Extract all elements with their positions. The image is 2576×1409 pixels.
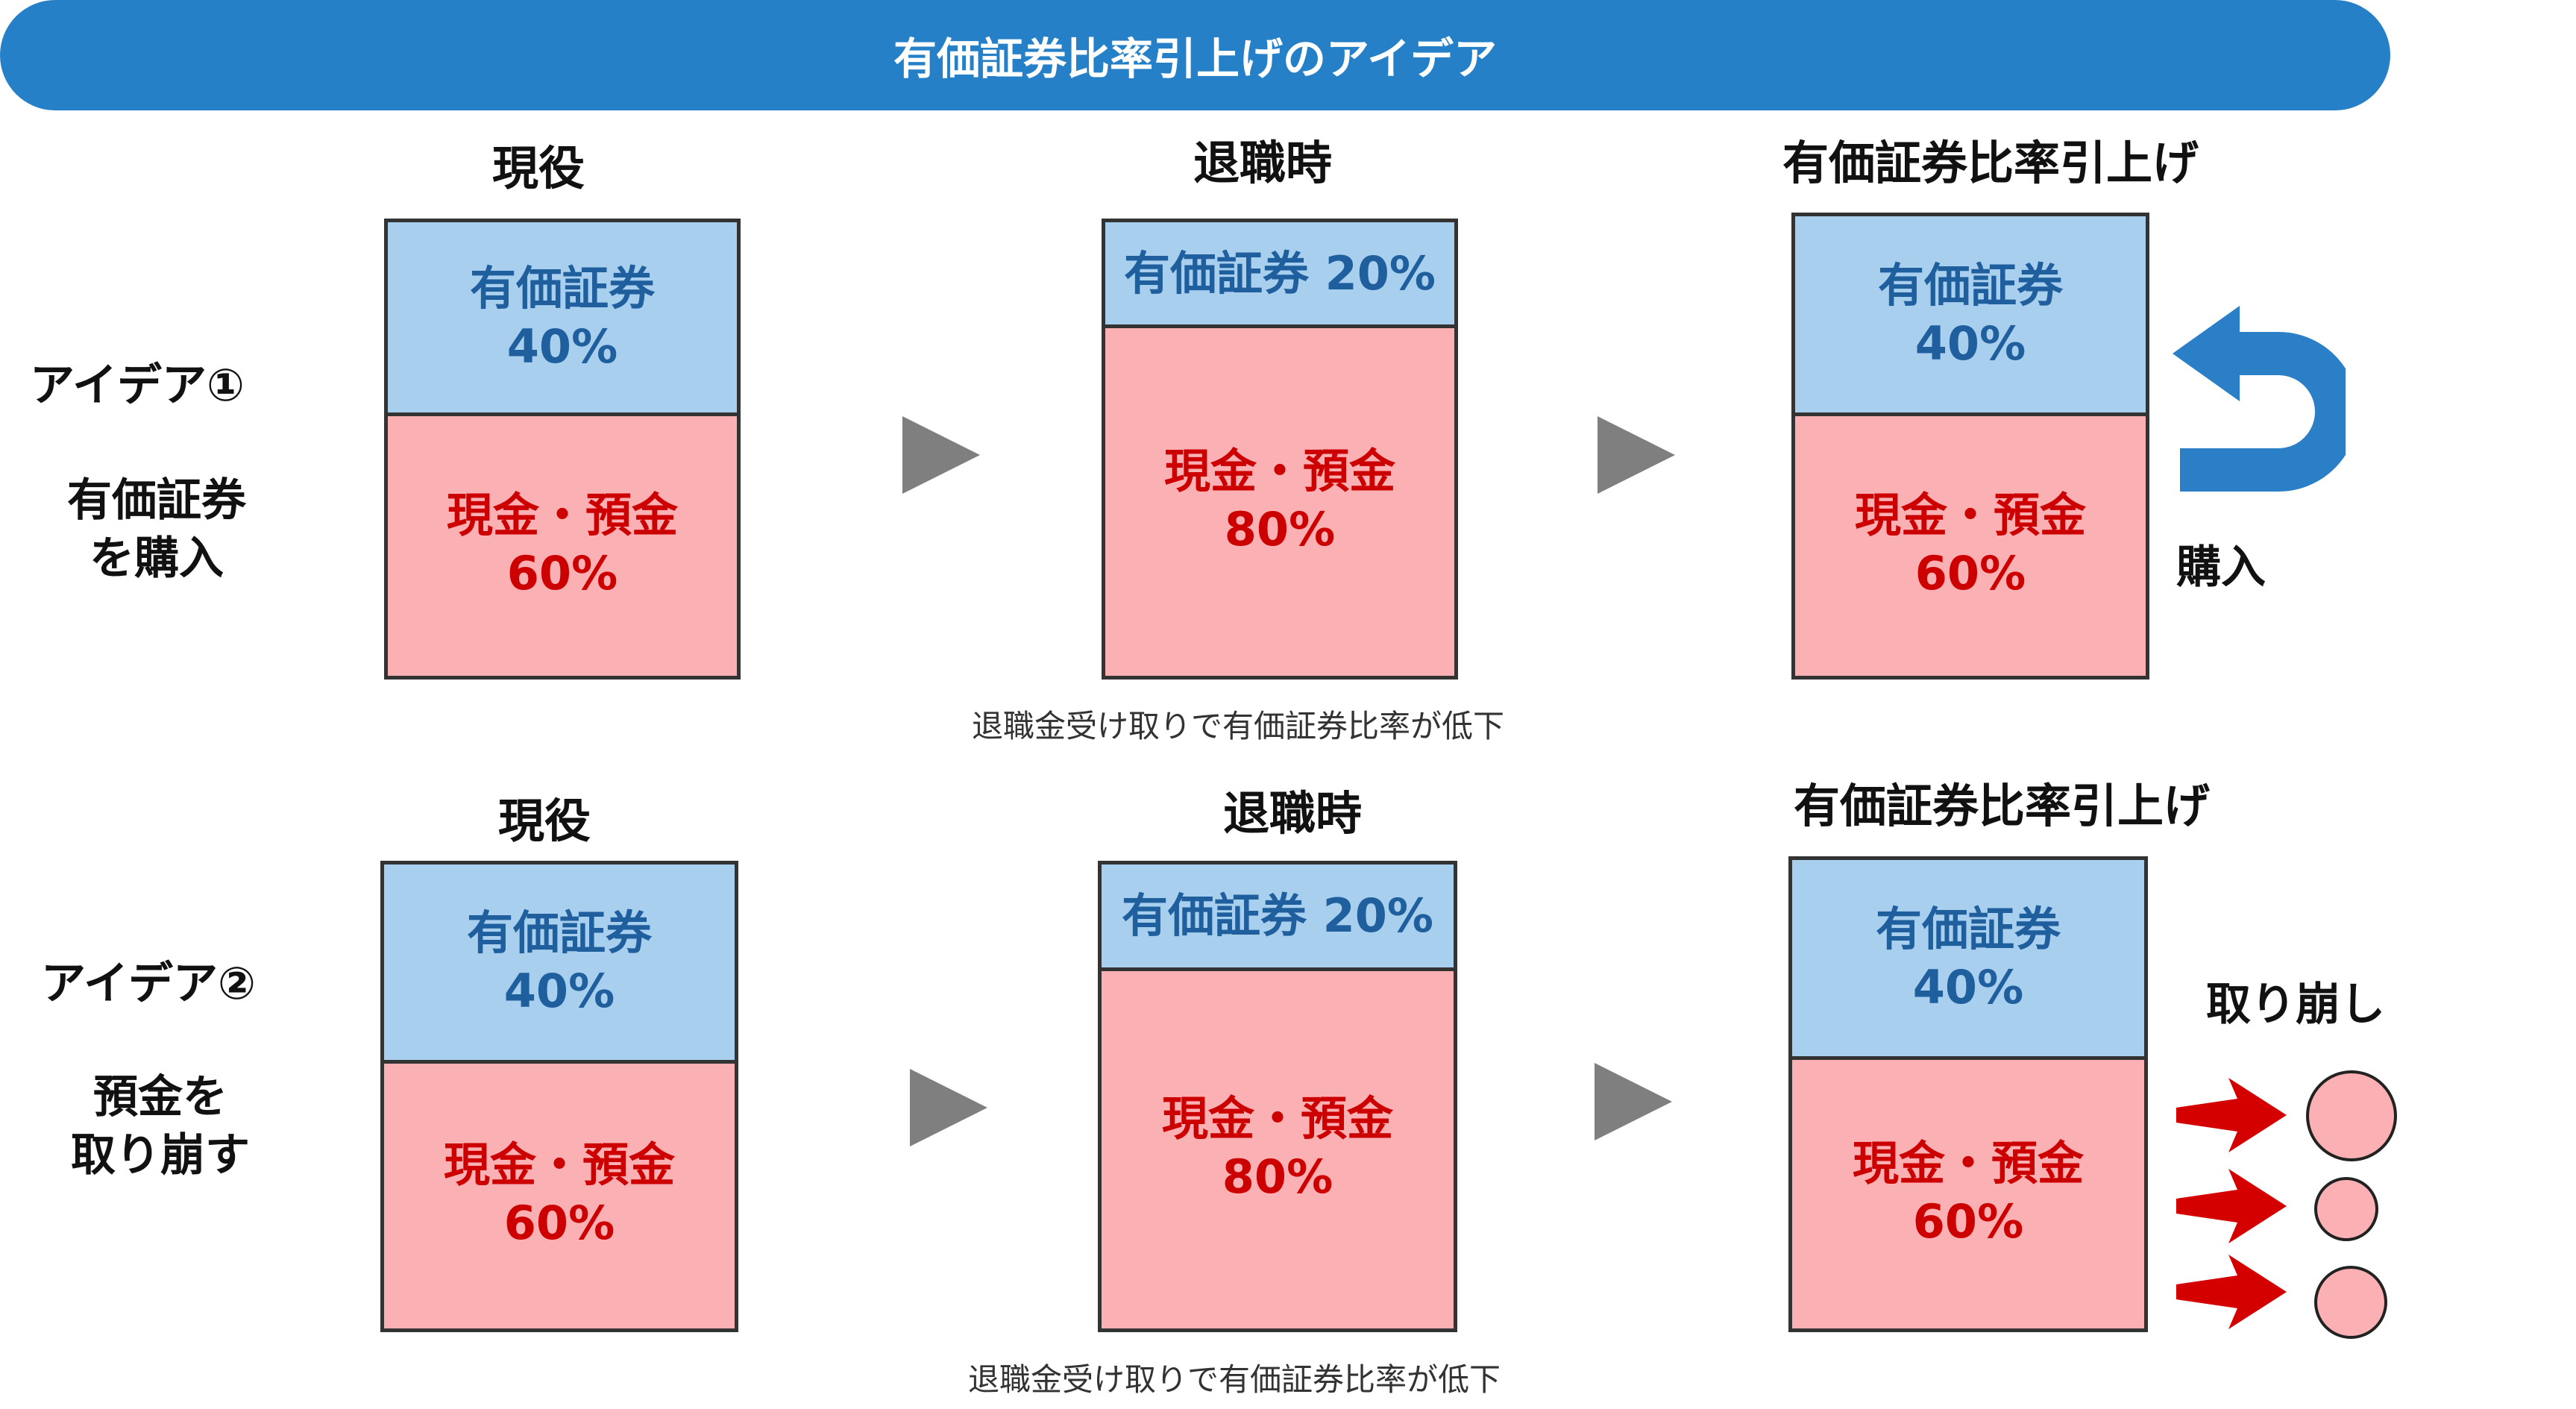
securities-label-inline: 有価証券 20% xyxy=(1122,888,1433,943)
circle-icon xyxy=(2314,1266,2387,1339)
cash-label: 現金・預金 xyxy=(443,1137,675,1192)
securities-segment: 有価証券 20% xyxy=(1102,864,1454,971)
circle-icon xyxy=(2314,1177,2378,1241)
cash-label: 現金・預金 xyxy=(1854,487,2086,542)
securities-label: 有価証券 xyxy=(1877,257,2063,313)
idea-1-label: アイデア① xyxy=(30,360,245,412)
right-arrow-icon xyxy=(2176,1255,2287,1329)
cash-percent: 60% xyxy=(1912,1193,2024,1249)
idea-2-description: 預金を 取り崩す xyxy=(56,1068,265,1184)
allocation-box-current-2: 有価証券 40% 現金・預金 60% xyxy=(380,861,738,1332)
securities-label-inline: 有価証券 20% xyxy=(1124,245,1436,301)
allocation-box-retirement-1: 有価証券 20% 現金・預金 80% xyxy=(1102,219,1458,680)
idea-2-description-line: 取り崩す xyxy=(71,1129,250,1182)
cash-percent: 80% xyxy=(1224,501,1336,556)
idea-1-description-line: を購入 xyxy=(89,533,224,585)
idea-2-label: アイデア② xyxy=(41,958,256,1010)
securities-percent: 40% xyxy=(1914,316,2026,371)
column-title-current: 現役 xyxy=(492,141,585,195)
column-title-current: 現役 xyxy=(498,794,591,848)
right-arrow-icon xyxy=(2176,1078,2287,1152)
securities-segment: 有価証券 40% xyxy=(1792,860,2144,1060)
securities-segment: 有価証券 40% xyxy=(384,864,735,1064)
allocation-box-retirement-2: 有価証券 20% 現金・預金 80% xyxy=(1098,861,1457,1332)
cash-label: 現金・預金 xyxy=(1852,1135,2084,1190)
cash-percent: 60% xyxy=(1914,545,2026,600)
cash-label: 現金・預金 xyxy=(1161,1091,1393,1146)
securities-segment: 有価証券 20% xyxy=(1105,222,1454,328)
right-triangle-icon xyxy=(902,416,980,494)
caption-row-2: 退職金受け取りで有価証券比率が低下 xyxy=(968,1361,1501,1398)
securities-percent: 40% xyxy=(503,964,615,1018)
cash-segment: 現金・預金 60% xyxy=(1792,1056,2144,1328)
caption-row-1: 退職金受け取りで有価証券比率が低下 xyxy=(972,708,1505,744)
cash-segment: 現金・預金 80% xyxy=(1102,967,1454,1328)
cash-percent: 60% xyxy=(506,545,618,600)
idea-1-description: 有価証券 を購入 xyxy=(60,471,254,588)
cash-segment: 現金・預金 60% xyxy=(388,412,737,676)
idea-1-description-line: 有価証券 xyxy=(67,474,246,527)
cash-label: 現金・預金 xyxy=(1163,443,1395,498)
cash-segment: 現金・預金 60% xyxy=(1795,412,2146,676)
u-turn-arrow-icon xyxy=(2173,306,2346,492)
right-triangle-icon xyxy=(1598,416,1675,494)
cash-label: 現金・預金 xyxy=(446,487,678,542)
column-title-raise: 有価証券比率引上げ xyxy=(1782,136,2199,190)
cash-percent: 60% xyxy=(503,1196,615,1250)
right-arrow-icon xyxy=(2176,1169,2287,1243)
allocation-box-raise-1: 有価証券 40% 現金・預金 60% xyxy=(1791,213,2149,680)
circle-icon xyxy=(2306,1070,2397,1161)
securities-label: 有価証券 xyxy=(1875,901,2061,956)
allocation-box-current-1: 有価証券 40% 現金・預金 60% xyxy=(384,219,741,680)
purchase-label: 購入 xyxy=(2176,542,2266,594)
right-triangle-icon xyxy=(1595,1063,1672,1140)
cash-percent: 80% xyxy=(1222,1149,1333,1204)
cash-segment: 現金・預金 80% xyxy=(1105,324,1454,676)
securities-label: 有価証券 xyxy=(469,260,655,316)
securities-segment: 有価証券 40% xyxy=(388,222,737,416)
securities-label: 有価証券 xyxy=(466,906,652,960)
column-title-retirement: 退職時 xyxy=(1223,786,1363,841)
right-triangle-icon xyxy=(910,1069,987,1146)
column-title-retirement: 退職時 xyxy=(1193,136,1333,190)
banner-title: 有価証券比率引上げのアイデア xyxy=(0,0,2390,110)
securities-percent: 40% xyxy=(1912,959,2024,1014)
withdraw-label: 取り崩し xyxy=(2206,979,2385,1031)
idea-2-description-line: 預金を xyxy=(93,1071,227,1123)
column-title-raise: 有価証券比率引上げ xyxy=(1794,779,2211,833)
cash-segment: 現金・預金 60% xyxy=(384,1060,735,1328)
securities-segment: 有価証券 40% xyxy=(1795,216,2146,416)
allocation-box-raise-2: 有価証券 40% 現金・預金 60% xyxy=(1788,856,2148,1332)
securities-percent: 40% xyxy=(506,318,618,374)
